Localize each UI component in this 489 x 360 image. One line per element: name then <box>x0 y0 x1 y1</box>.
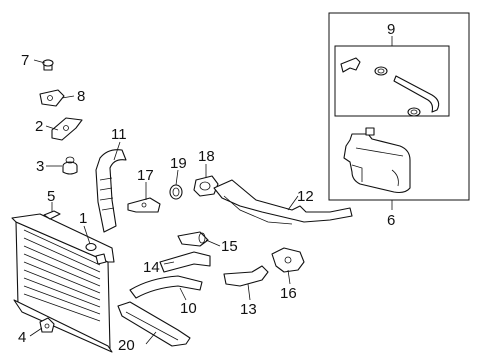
callout-2: 2 <box>35 118 43 135</box>
reservoir-hose-kit <box>340 57 440 117</box>
callout-1: 1 <box>79 210 87 227</box>
callout-10: 10 <box>180 300 197 317</box>
callout-13: 13 <box>240 301 257 318</box>
callout-3: 3 <box>36 158 44 175</box>
water-bypass-pipe <box>213 179 353 225</box>
lower-cushion <box>39 317 55 333</box>
thermostat-gasket <box>169 184 183 200</box>
callout-16: 16 <box>280 285 297 302</box>
callout-9: 9 <box>387 21 395 38</box>
water-inlet <box>271 247 305 273</box>
callout-5: 5 <box>47 188 55 205</box>
mount-bracket-lower <box>51 117 83 141</box>
callout-4: 4 <box>18 329 26 346</box>
callout-20: 20 <box>118 337 135 354</box>
callout-19: 19 <box>170 155 187 172</box>
water-outlet <box>127 197 161 213</box>
coolant-reservoir-tank <box>343 127 411 194</box>
bypass-hose-14 <box>159 251 211 273</box>
callout-11: 11 <box>111 126 127 143</box>
thermostat <box>193 175 219 197</box>
callout-8: 8 <box>77 88 85 105</box>
callout-14: 14 <box>143 259 160 276</box>
leader-lines <box>29 36 393 345</box>
callout-17: 17 <box>137 167 154 184</box>
radiator <box>11 210 115 353</box>
radiator-cushion <box>62 156 78 175</box>
lower-radiator-hose <box>129 275 203 299</box>
drain-plug <box>42 59 54 71</box>
water-pipe-20 <box>117 301 191 347</box>
callout-6: 6 <box>387 212 395 229</box>
callout-7: 7 <box>21 52 29 69</box>
callout-labels: 1 2 3 4 5 6 7 8 9 10 11 12 13 14 15 16 1… <box>18 21 395 354</box>
reservoir-outer-box <box>328 12 470 201</box>
water-hose-13 <box>223 265 269 287</box>
callout-18: 18 <box>198 148 215 165</box>
upper-radiator-hose <box>95 149 127 233</box>
bypass-hose-15 <box>177 231 209 247</box>
mount-bracket-upper <box>39 89 65 107</box>
callout-15: 15 <box>221 238 238 255</box>
callout-12: 12 <box>297 188 314 205</box>
